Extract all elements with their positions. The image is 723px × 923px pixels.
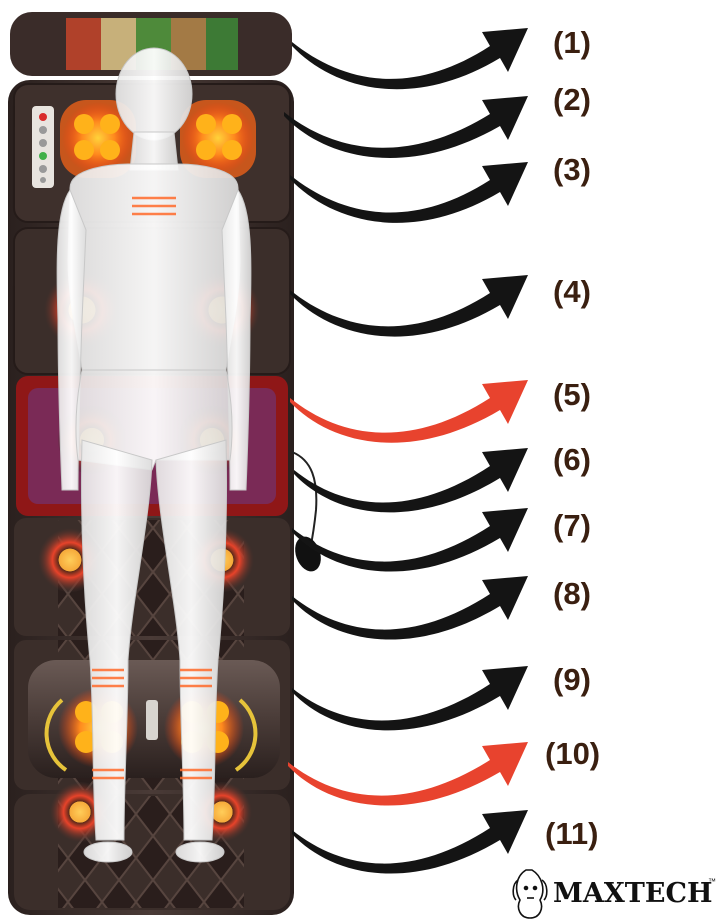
roller-control-buttons <box>146 700 158 740</box>
lion-emblem <box>513 870 547 918</box>
callout-arrow-8 <box>292 576 528 640</box>
callout-arrow-7 <box>292 508 528 572</box>
callout-label-5: (5) <box>553 377 591 412</box>
callout-label-4: (4) <box>553 274 591 309</box>
callout-label-1: (1) <box>553 25 591 60</box>
callout-arrows <box>284 28 528 874</box>
callout-label-8: (8) <box>553 576 591 611</box>
callout-arrow-10 <box>288 742 528 806</box>
callout-arrow-3 <box>290 162 528 223</box>
callout-arrow-5 <box>290 380 528 443</box>
callout-label-2: (2) <box>553 82 591 117</box>
callout-arrow-2 <box>284 96 528 158</box>
brand-trademark: ™ <box>708 877 716 886</box>
side-control-panel <box>32 106 54 188</box>
remote-controller <box>291 533 326 575</box>
callout-label-9: (9) <box>553 662 591 697</box>
callout-label-11: (11) <box>545 816 598 851</box>
callout-label-6: (6) <box>553 442 591 477</box>
callout-label-10: (10) <box>545 736 600 771</box>
callout-arrow-4 <box>290 275 528 337</box>
callout-labels: (1) (2) (3) (4) (5) (6) (7) (8) (9) (10)… <box>545 25 600 851</box>
brand-name: MAXTECH <box>553 878 712 909</box>
callout-arrow-6 <box>294 448 528 512</box>
callout-arrow-11 <box>292 810 528 874</box>
callout-arrow-9 <box>292 666 528 730</box>
maxtech-logo: MAXTECH ™ <box>513 870 716 918</box>
callout-arrow-1 <box>292 28 528 89</box>
callout-label-7: (7) <box>553 508 591 543</box>
callout-label-3: (3) <box>553 152 591 187</box>
